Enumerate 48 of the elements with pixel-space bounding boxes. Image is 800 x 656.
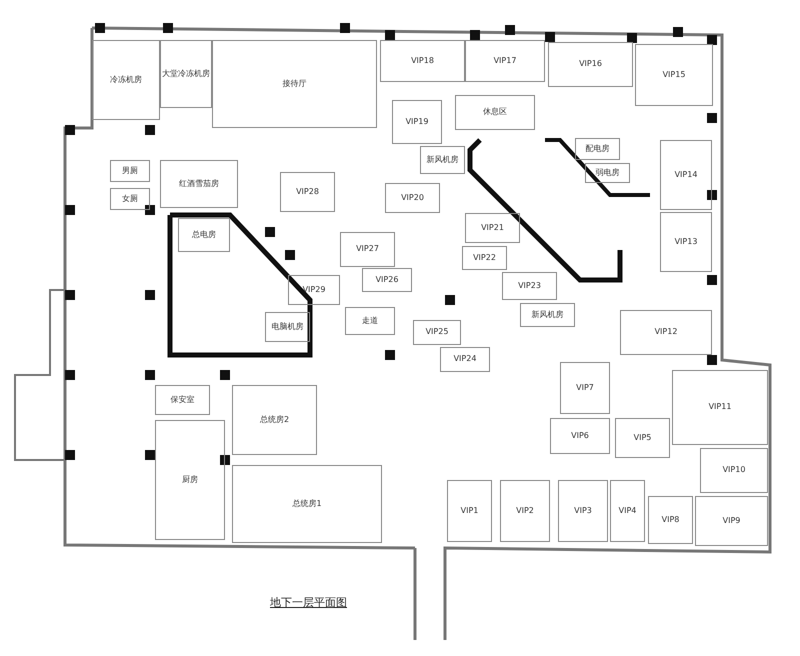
room-label: VIP10 <box>700 448 768 493</box>
room-label: 接待厅 <box>212 40 377 128</box>
room-label: 总统房1 <box>232 465 382 543</box>
room-label: VIP5 <box>615 418 670 458</box>
room-label: 红酒雪茄房 <box>160 160 238 208</box>
room-label: VIP28 <box>280 172 335 212</box>
room-label: 新风机房 <box>420 146 465 174</box>
room-label: VIP20 <box>385 183 440 213</box>
room-label: VIP22 <box>462 246 507 270</box>
room-label: 厨房 <box>155 420 225 540</box>
room-label: 电脑机房 <box>265 312 310 342</box>
room-label: 保安室 <box>155 385 210 415</box>
drawing-title: 地下一层平面图 <box>270 595 347 610</box>
room-label: 休息区 <box>455 95 535 130</box>
room-label: VIP3 <box>558 480 608 542</box>
room-label: 弱电房 <box>585 163 630 183</box>
room-label: 冷冻机房 <box>92 40 160 120</box>
room-label: VIP19 <box>392 100 442 144</box>
room-label: VIP12 <box>620 310 712 355</box>
room-label: VIP2 <box>500 480 550 542</box>
room-label: 总统房2 <box>232 385 317 455</box>
room-label: VIP14 <box>660 140 712 210</box>
room-label: 总电房 <box>178 218 230 252</box>
room-label: 男厕 <box>110 160 150 182</box>
room-label: 新风机房 <box>520 303 575 327</box>
room-label: 大堂冷冻机房 <box>160 40 212 108</box>
room-label: VIP21 <box>465 213 520 243</box>
room-label: VIP15 <box>635 44 713 106</box>
room-label: VIP6 <box>550 418 610 454</box>
room-label: VIP9 <box>695 496 768 546</box>
room-label: VIP16 <box>548 42 633 87</box>
room-label: VIP29 <box>288 275 340 305</box>
room-label: VIP25 <box>413 320 461 345</box>
room-label: VIP8 <box>648 496 693 544</box>
room-label: VIP24 <box>440 347 490 372</box>
room-label: 配电房 <box>575 138 620 160</box>
room-label: VIP11 <box>672 370 768 445</box>
room-label: VIP7 <box>560 362 610 414</box>
room-label: 女厕 <box>110 188 150 210</box>
room-label: VIP4 <box>610 480 645 542</box>
room-label: VIP1 <box>447 480 492 542</box>
room-label: VIP13 <box>660 212 712 272</box>
room-label: VIP27 <box>340 232 395 267</box>
room-label: VIP18 <box>380 40 465 82</box>
room-label: VIP26 <box>362 268 412 292</box>
room-label: VIP17 <box>465 40 545 82</box>
room-label: 走道 <box>345 307 395 335</box>
room-label: VIP23 <box>502 272 557 300</box>
